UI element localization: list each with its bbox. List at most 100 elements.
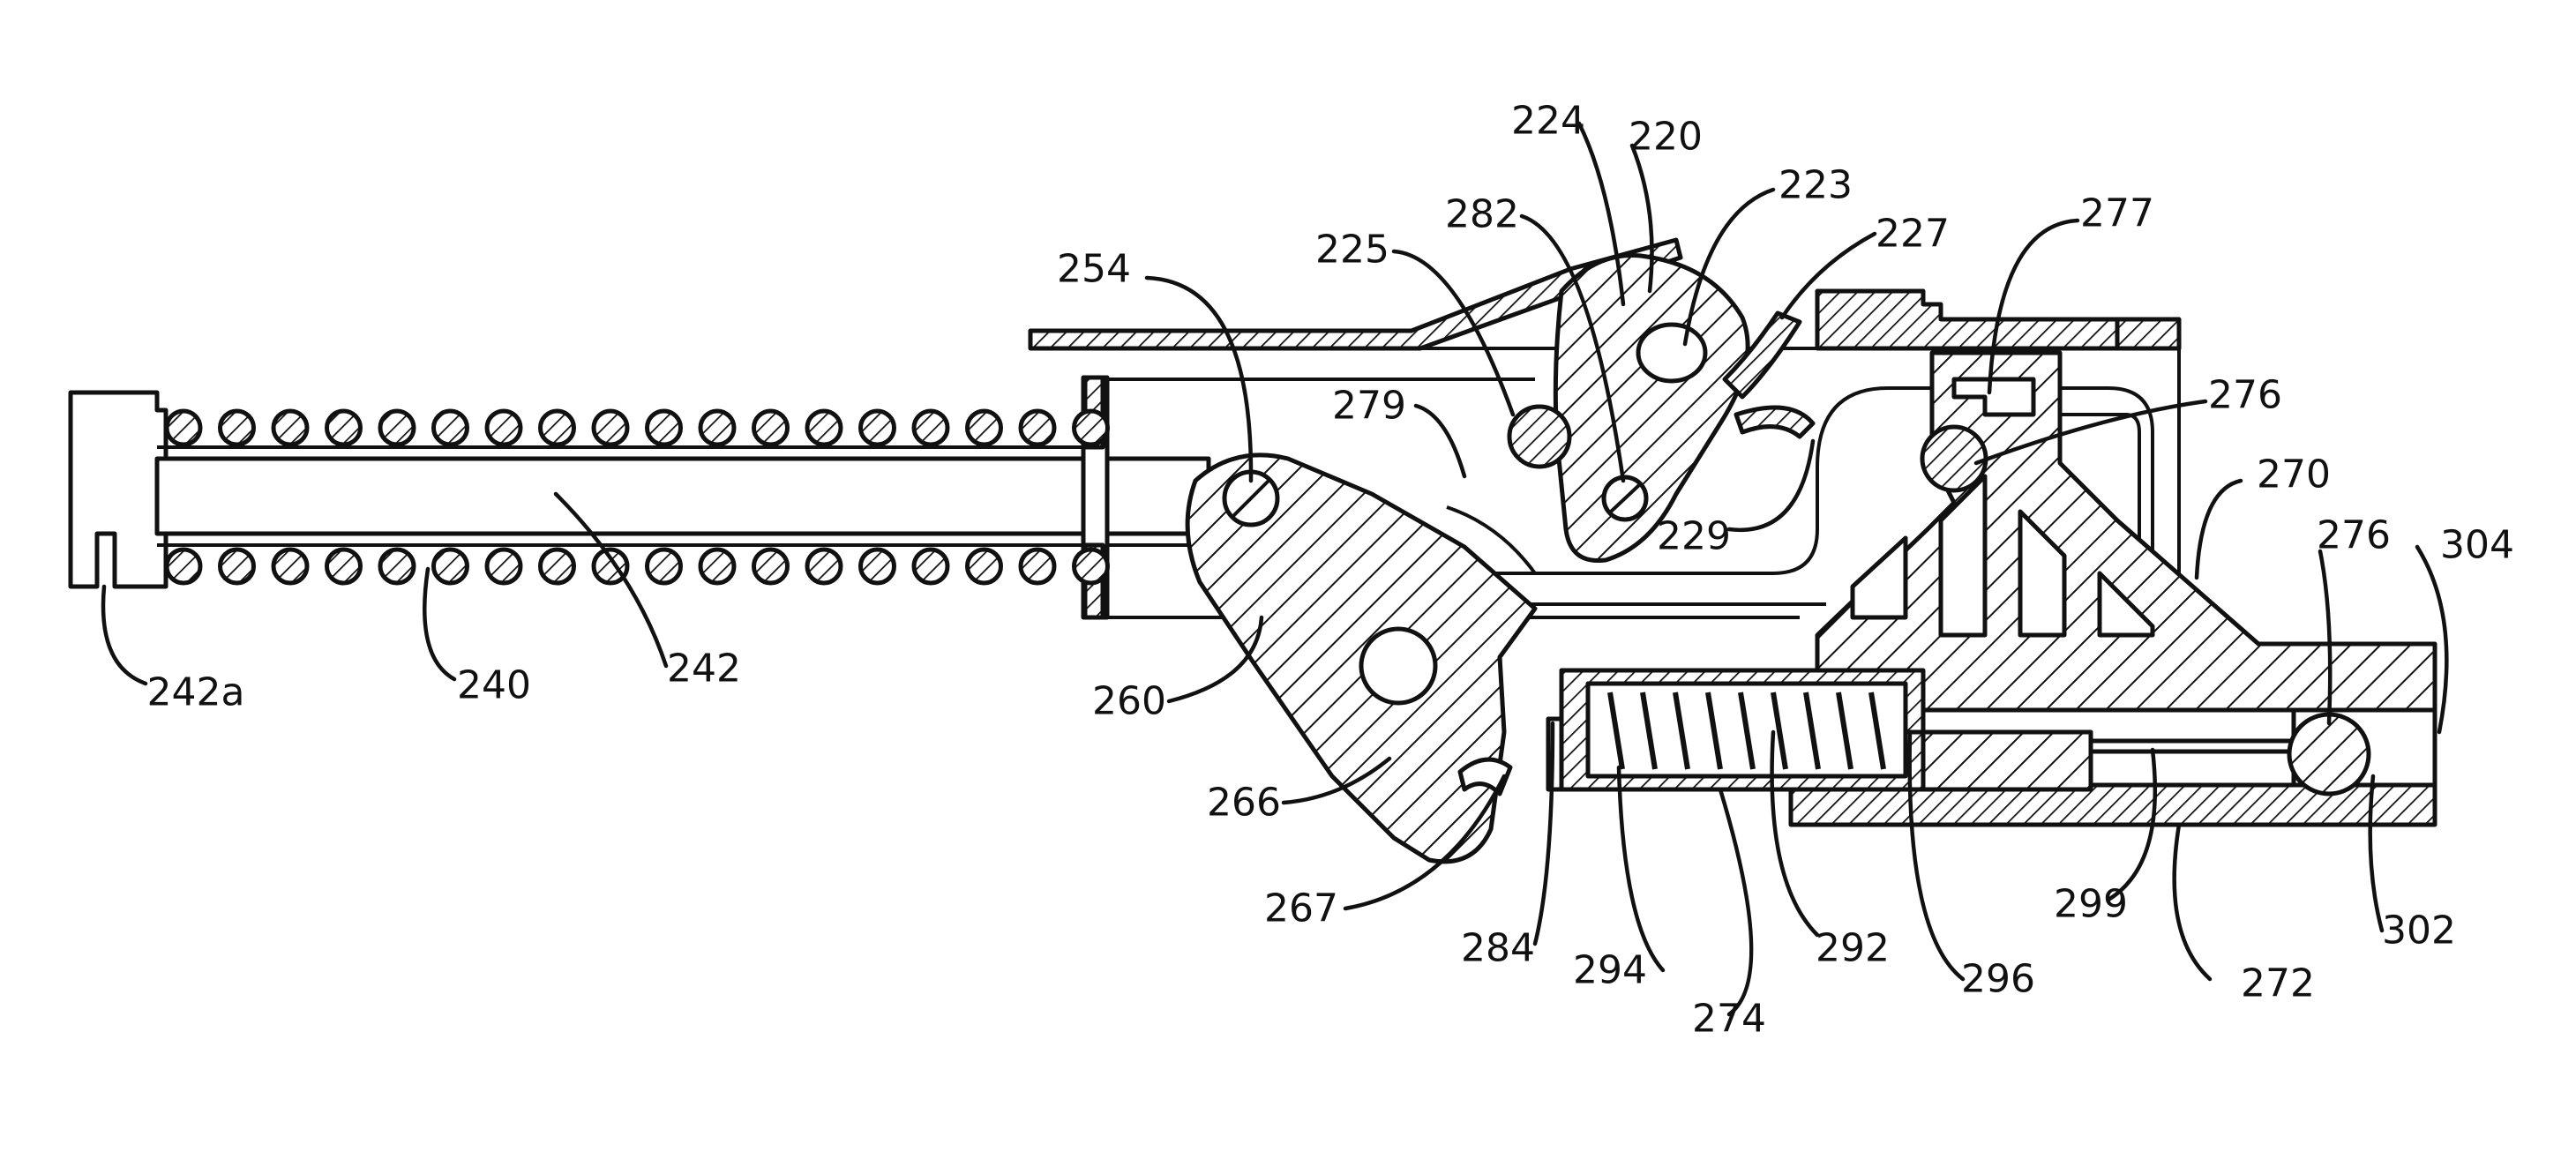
spring-coil-section — [861, 550, 895, 583]
spring-coils-upper — [167, 411, 1108, 445]
spring-coil-section — [968, 411, 1001, 445]
spring-coil-section — [273, 550, 307, 583]
plunger-rod-299 — [2091, 741, 2294, 751]
label-272: 272 — [2241, 961, 2315, 1006]
label-274: 274 — [1692, 997, 1766, 1042]
label-270: 270 — [2257, 452, 2331, 497]
pin-276-upper — [1922, 427, 1986, 490]
spring-coil-section — [914, 550, 947, 583]
spring-coil-section — [1021, 550, 1054, 583]
spring-coil-section — [1075, 550, 1108, 583]
spring-coil-section — [487, 550, 520, 583]
spring-coil-wire — [1773, 692, 1786, 769]
lead-274 — [1720, 789, 1751, 1014]
label-276a: 276 — [2208, 373, 2282, 418]
label-299: 299 — [2054, 882, 2128, 927]
label-292: 292 — [1816, 926, 1890, 971]
label-254: 254 — [1057, 247, 1131, 292]
spring-coil-section — [648, 550, 681, 583]
label-225: 225 — [1315, 228, 1389, 273]
spring-coil-section — [700, 550, 734, 583]
label-267: 267 — [1264, 886, 1338, 931]
label-277: 277 — [2080, 191, 2154, 236]
spring-coil-section — [167, 550, 200, 583]
spring-coil-section — [754, 550, 788, 583]
label-276b: 276 — [2317, 513, 2391, 558]
label-224: 224 — [1511, 99, 1585, 144]
spring-coil-section — [541, 550, 574, 583]
spring-coil-section — [434, 411, 468, 445]
lead-272 — [2175, 825, 2210, 979]
label-296: 296 — [1961, 957, 2035, 1002]
spring-coils-lower — [167, 550, 1108, 583]
spring-coil-wire — [1643, 692, 1655, 769]
spring-coil-wire — [1610, 692, 1622, 769]
spring-coil-wire — [1741, 692, 1753, 769]
compression-spring-292 — [1610, 692, 1883, 769]
pin-225 — [1509, 407, 1569, 467]
spring-coil-wire — [1708, 692, 1720, 769]
slide-window-1 — [1853, 538, 1906, 617]
rail-right-end — [2117, 319, 2179, 348]
rod-end-cap — [71, 393, 166, 587]
spring-coil-wire — [1871, 692, 1883, 769]
spring-coil-section — [221, 550, 254, 583]
spring-coil-section — [327, 411, 361, 445]
spring-coil-section — [754, 411, 788, 445]
label-229: 229 — [1657, 514, 1731, 559]
guide-rod-assembly — [71, 378, 1209, 617]
label-240: 240 — [457, 663, 531, 708]
spring-coil-section — [914, 411, 947, 445]
spring-coil-section — [221, 411, 254, 445]
pin-276-lower — [2289, 714, 2369, 794]
spring-coil-section — [167, 411, 200, 445]
lead-242a — [103, 587, 146, 684]
spring-coil-section — [807, 411, 841, 445]
label-242: 242 — [667, 647, 741, 692]
label-302: 302 — [2382, 909, 2456, 953]
guide-rod — [157, 459, 1209, 534]
spring-coil-wire — [1806, 692, 1818, 769]
cam-slot-223 — [1638, 325, 1705, 381]
spring-coil-section — [968, 550, 1001, 583]
lead-279 — [1416, 406, 1464, 476]
lead-294 — [1619, 767, 1663, 970]
label-223: 223 — [1778, 163, 1853, 208]
spring-coil-section — [487, 411, 520, 445]
lead-270 — [2197, 481, 2241, 578]
label-227: 227 — [1876, 212, 1950, 257]
spring-coil-section — [380, 411, 414, 445]
spring-coil-section — [861, 411, 895, 445]
label-294: 294 — [1573, 948, 1647, 993]
spring-coil-wire — [1838, 692, 1851, 769]
spring-coil-section — [273, 411, 307, 445]
slide-window-2 — [1941, 476, 1985, 635]
plunger-block — [1923, 732, 2091, 789]
lead-240 — [424, 569, 454, 679]
label-242a: 242a — [147, 670, 245, 715]
spring-coil-section — [541, 411, 574, 445]
label-282: 282 — [1445, 192, 1519, 237]
spring-coil-section — [807, 550, 841, 583]
spring-coil-section — [327, 550, 361, 583]
rail-right-plate — [1817, 291, 2117, 348]
lever-hole — [1361, 629, 1435, 703]
label-220: 220 — [1629, 115, 1703, 160]
spring-coil-section — [1021, 411, 1054, 445]
label-266: 266 — [1207, 781, 1281, 826]
label-260: 260 — [1092, 679, 1166, 724]
spring-coil-section — [648, 411, 681, 445]
spring-coil-section — [700, 411, 734, 445]
spring-coil-section — [594, 411, 627, 445]
spring-coil-section — [1075, 411, 1108, 445]
curve-229 — [1736, 408, 1813, 437]
label-304: 304 — [2440, 523, 2514, 568]
spring-coil-section — [434, 550, 468, 583]
spring-coil-section — [380, 550, 414, 583]
lead-292 — [1772, 732, 1817, 935]
label-284: 284 — [1461, 926, 1535, 971]
label-279: 279 — [1332, 384, 1406, 429]
lead-229 — [1729, 441, 1813, 530]
spring-coil-wire — [1675, 692, 1688, 769]
